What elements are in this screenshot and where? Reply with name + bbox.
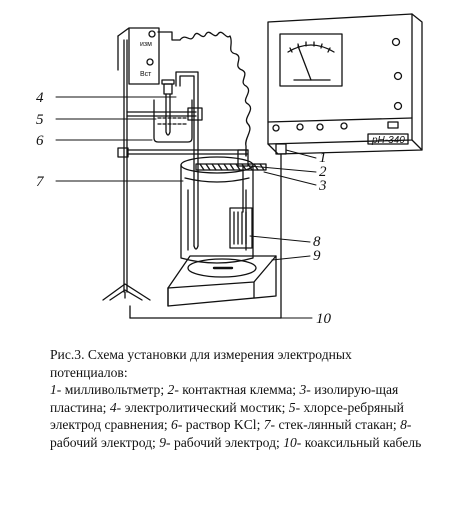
legend-text-7: стек-лянный стакан [275,417,393,433]
clamp [126,107,203,121]
callout-5: 5 [36,112,44,128]
legend-text-8: рабочий электрод [50,434,153,450]
legend-num-4: 4- [109,399,122,415]
legend-num-2: 2- [167,382,179,398]
legend-text-2: контактная клемма [178,382,293,398]
meter-connector [129,143,287,319]
switch-label-measure: изм [140,41,152,48]
caption-title: Рис.3. Схема установки для измерения эле… [50,346,455,381]
legend-text-9: рабочий электрод [170,434,276,450]
caption-title-line1: Рис.3. Схема установки для измерения эле… [50,347,352,362]
legend-text-10: коаксильный кабель [301,434,422,450]
legend-num-5: 5- [288,399,301,415]
millivoltmeter [267,13,423,155]
callout-6: 6 [36,133,44,149]
coiled-cable [179,31,252,157]
reference-electrode [161,79,175,136]
caption-title-line2: потенциалов: [50,364,128,380]
apparatus-diagram: изм Вст pH-340 4 5 6 7 1 2 3 8 9 10 [36,13,423,327]
magnetic-stirrer [167,255,277,307]
callout-8: 8 [313,234,321,250]
lab-stand [102,39,151,301]
callout-3: 3 [318,178,327,194]
figure-caption: Рис.3. Схема установки для измерения эле… [50,346,455,452]
callout-7: 7 [36,174,45,190]
callout-10: 10 [316,311,332,327]
legend-num-3: 3- [299,382,311,398]
working-electrode [229,149,253,249]
legend-num-10: 10- [283,434,302,450]
legend-text-5: хлорсе-ребряный электрод сравнения [50,399,404,433]
kcl-beaker [153,99,193,143]
platform-bar [117,147,249,158]
glass-beaker [180,156,254,264]
caption-legend: 1- милливольтметр; 2- контактная клемма;… [50,382,422,450]
legend-num-7: 7- [263,417,276,433]
legend-num-6: 6- [171,417,183,433]
legend-text-4: электролитический мостик [121,399,282,415]
callout-2: 2 [319,164,327,180]
legend-text-6: раствор KCl [182,417,257,433]
legend-num-1: 1- [50,382,62,398]
switch-label-standard: Вст [140,71,152,78]
callout-leaders [55,96,317,319]
legend-text-1: милливольтметр [61,382,161,398]
switch-box [117,27,181,85]
legend-num-9: 9- [159,434,171,450]
callout-1: 1 [319,150,327,166]
meter-model-label: pH-340 [371,135,405,146]
legend-text-3: изолирую-щая пластина [50,382,399,415]
callout-9: 9 [313,248,321,264]
electrolytic-bridge [175,71,199,250]
callout-4: 4 [36,90,44,106]
legend-num-8: 8- [400,417,412,433]
